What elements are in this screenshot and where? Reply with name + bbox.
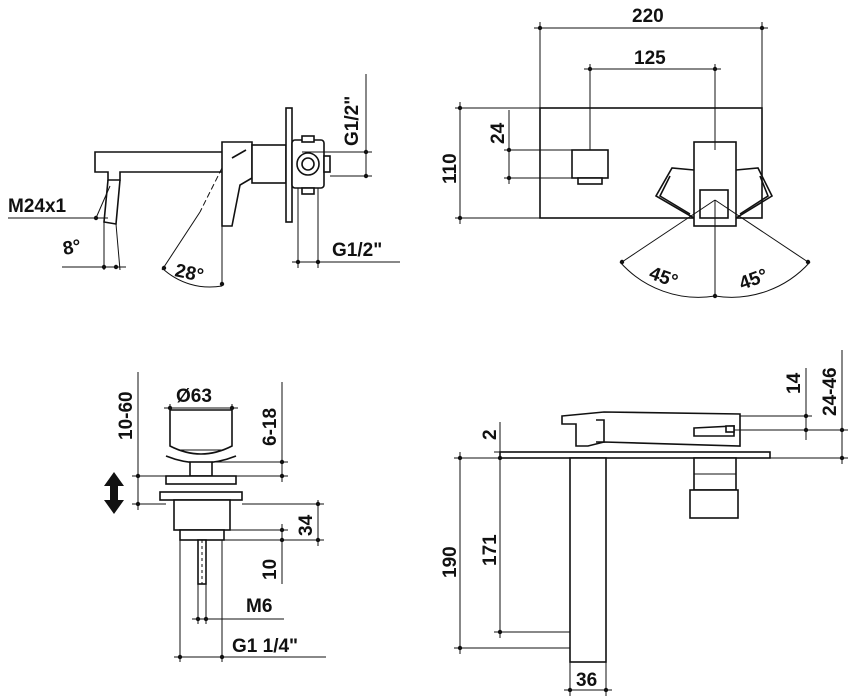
wall-plate xyxy=(285,107,293,223)
m24-pointer xyxy=(95,185,111,219)
drain-body xyxy=(173,499,231,531)
cap-stem xyxy=(189,461,213,477)
cap-range: 6-18 xyxy=(260,408,281,446)
total-width: 220 xyxy=(632,6,664,27)
height-171: 171 xyxy=(480,534,501,566)
spout-offset: 125 xyxy=(634,48,666,69)
gap-2: 2 xyxy=(480,429,501,440)
lever-right-pos xyxy=(735,167,774,219)
valve-port-inner xyxy=(301,157,315,171)
lever-core xyxy=(699,189,729,219)
angle-right-line xyxy=(714,199,809,263)
height-110: 110 xyxy=(440,153,461,184)
drain-flange xyxy=(165,475,237,485)
valve-inlet-bottom xyxy=(301,187,315,195)
angle-left: 45° xyxy=(646,263,680,293)
adjust-arrow-icon xyxy=(104,472,124,514)
offset-14: 14 xyxy=(784,372,805,394)
side-view: M24x1 8° 28° G1/2" G1/2" xyxy=(8,74,400,288)
plate-outline xyxy=(539,107,763,219)
body-cylinder xyxy=(251,144,287,184)
spout-side xyxy=(94,151,226,181)
rod-height: 10 xyxy=(260,559,281,580)
lever-left-pos xyxy=(654,167,695,219)
front-valve-base xyxy=(689,489,739,519)
height-range: 10-60 xyxy=(116,391,137,440)
lever-line xyxy=(231,149,247,159)
drain-nut xyxy=(179,529,225,541)
front-view: 14 24-46 2 190 171 36 xyxy=(440,350,848,696)
valve-inlet-top xyxy=(301,135,315,143)
angle-right-arc xyxy=(714,261,811,298)
spout-angle: 8° xyxy=(61,236,83,260)
top-view: 220 125 110 24 45° 45° xyxy=(440,6,811,299)
drain-thread: G1 1/4" xyxy=(232,636,298,657)
aerator-side xyxy=(103,179,121,225)
lever-axis xyxy=(199,167,223,213)
aerator-top xyxy=(577,177,603,185)
angle-left-arc xyxy=(619,261,716,298)
spout-top xyxy=(571,149,609,179)
valve-inlet-side xyxy=(323,155,331,173)
body-height: 34 xyxy=(296,514,317,536)
front-spout xyxy=(561,411,741,447)
front-stem xyxy=(569,457,607,663)
lever-angle: 28° xyxy=(173,260,205,287)
drain-view: Ø63 10-60 6-18 34 10 M6 xyxy=(104,372,326,662)
cap-diameter: Ø63 xyxy=(176,386,212,407)
angle28-ext-b xyxy=(161,211,201,271)
angle8-ext-b xyxy=(115,223,121,271)
front-plate xyxy=(499,451,771,459)
height-190: 190 xyxy=(440,546,461,578)
angle-right: 45° xyxy=(737,265,771,295)
front-aerator xyxy=(693,425,735,437)
inlet-horizontal: G1/2" xyxy=(332,240,382,261)
inlet-vertical: G1/2" xyxy=(342,96,363,146)
spout-height: 24 xyxy=(488,122,509,144)
range-24-46: 24-46 xyxy=(820,367,841,416)
angle28-arc xyxy=(161,267,223,288)
thread-label: M24x1 xyxy=(8,196,67,217)
angle-left-line xyxy=(621,199,716,263)
valve-port xyxy=(296,152,320,176)
drain-washer xyxy=(159,491,243,501)
drain-cap xyxy=(169,409,233,455)
width-36: 36 xyxy=(576,670,597,691)
rod-thread: M6 xyxy=(246,596,272,617)
